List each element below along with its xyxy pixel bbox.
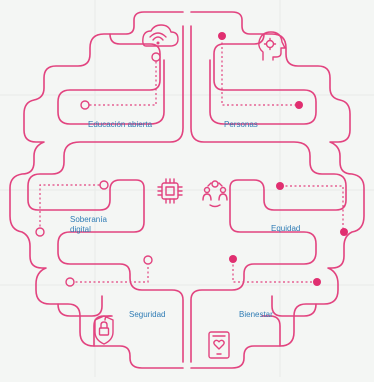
left-hemisphere (9, 11, 184, 369)
node-filled (295, 101, 303, 109)
cloud-wifi-icon (142, 24, 179, 47)
dotted-connectors (39, 38, 344, 283)
head-gear-icon (258, 31, 286, 61)
left-hemisphere-outline (9, 11, 184, 369)
label-bienestar: Bienestar (239, 310, 273, 319)
left-hemisphere-inner (27, 25, 184, 363)
node-filled (313, 278, 321, 286)
nodes (35, 32, 348, 287)
right-hemisphere-outline (190, 11, 365, 369)
node-hollow (65, 277, 75, 287)
label-personas: Personas (224, 120, 258, 129)
label-seguridad: Seguridad (129, 310, 166, 319)
node-filled (229, 255, 237, 263)
right-hemisphere (190, 11, 365, 369)
node-hollow (80, 100, 90, 110)
node-filled (276, 182, 284, 190)
node-filled (218, 32, 226, 40)
chip-icon (157, 178, 183, 204)
label-equidad: Equidad (271, 224, 301, 233)
right-hemisphere-inner (190, 25, 347, 363)
node-hollow (35, 227, 45, 237)
label-soberania-digital: Soberanía digital (70, 215, 107, 234)
node-hollow (151, 52, 161, 62)
node-hollow (143, 255, 153, 265)
node-filled (340, 228, 348, 236)
node-hollow (99, 180, 109, 190)
shield-lock-icon (94, 315, 114, 345)
people-network-icon (202, 180, 228, 208)
tablet-heart-icon (208, 331, 230, 359)
label-educacion-abierta: Educación abierta (88, 120, 153, 129)
